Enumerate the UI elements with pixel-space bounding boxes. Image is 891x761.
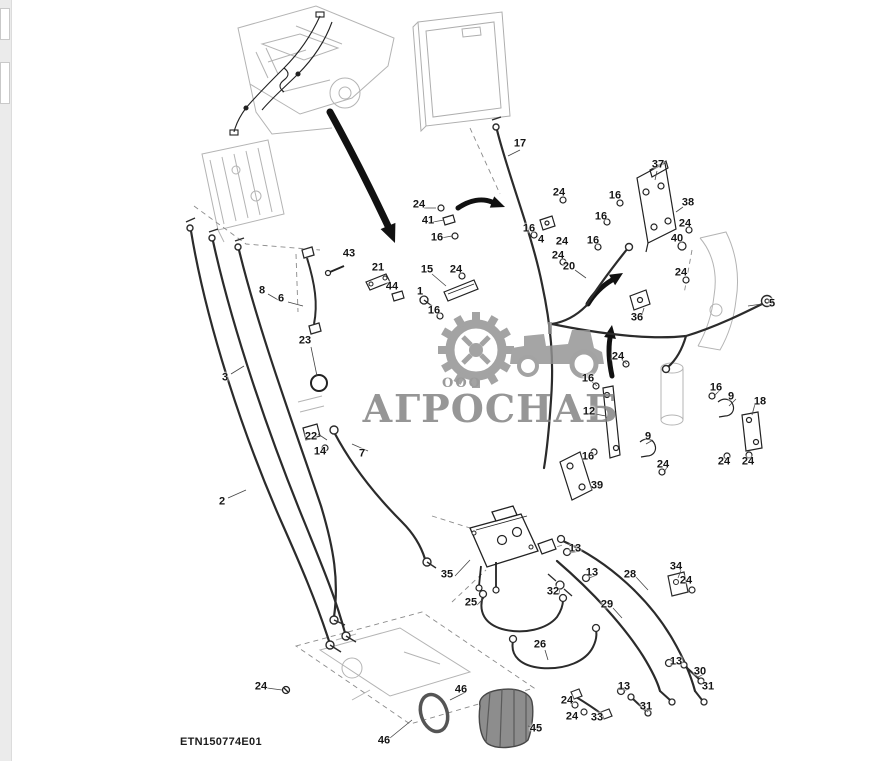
valve-block-35 [469,505,557,594]
fasteners-upper [437,196,693,284]
hose-5-and-20 [550,242,774,374]
panel-sketch [412,11,511,133]
leader-lines [227,149,763,739]
watermark-logo [438,312,604,388]
watermark-company-prefix: ООО [442,376,482,391]
screw-24-bottom-left [281,685,291,695]
vehicle-sketch-top [237,5,395,135]
wiring-harness-sketch [229,11,333,136]
gear-icon [438,312,514,388]
cap-45 [478,688,534,749]
drawing-number: ETN150774E01 [180,736,262,748]
left-edge-panel [0,0,12,761]
engine-sketch [201,139,285,243]
watermark-company-name: АГРОСНАБ [362,386,619,431]
o-ring-46 [418,692,450,734]
hose-end-fittings-left [185,217,357,653]
hoses-bottom-right [547,534,708,720]
watermark: ООО АГРОСНАБ [358,308,628,440]
left-edge-tile[interactable] [0,62,10,104]
right-side-sketch [660,231,739,426]
bracket-37-38 [539,160,677,311]
tractor-icon [510,322,604,379]
small-parts-center [324,265,479,320]
hose-6 [301,246,322,335]
small-parts-left [297,374,329,452]
hose-bundle-left [189,229,347,643]
hose-7 [329,425,437,569]
left-edge-tile[interactable] [0,8,10,40]
tubes-25-26 [478,589,601,670]
